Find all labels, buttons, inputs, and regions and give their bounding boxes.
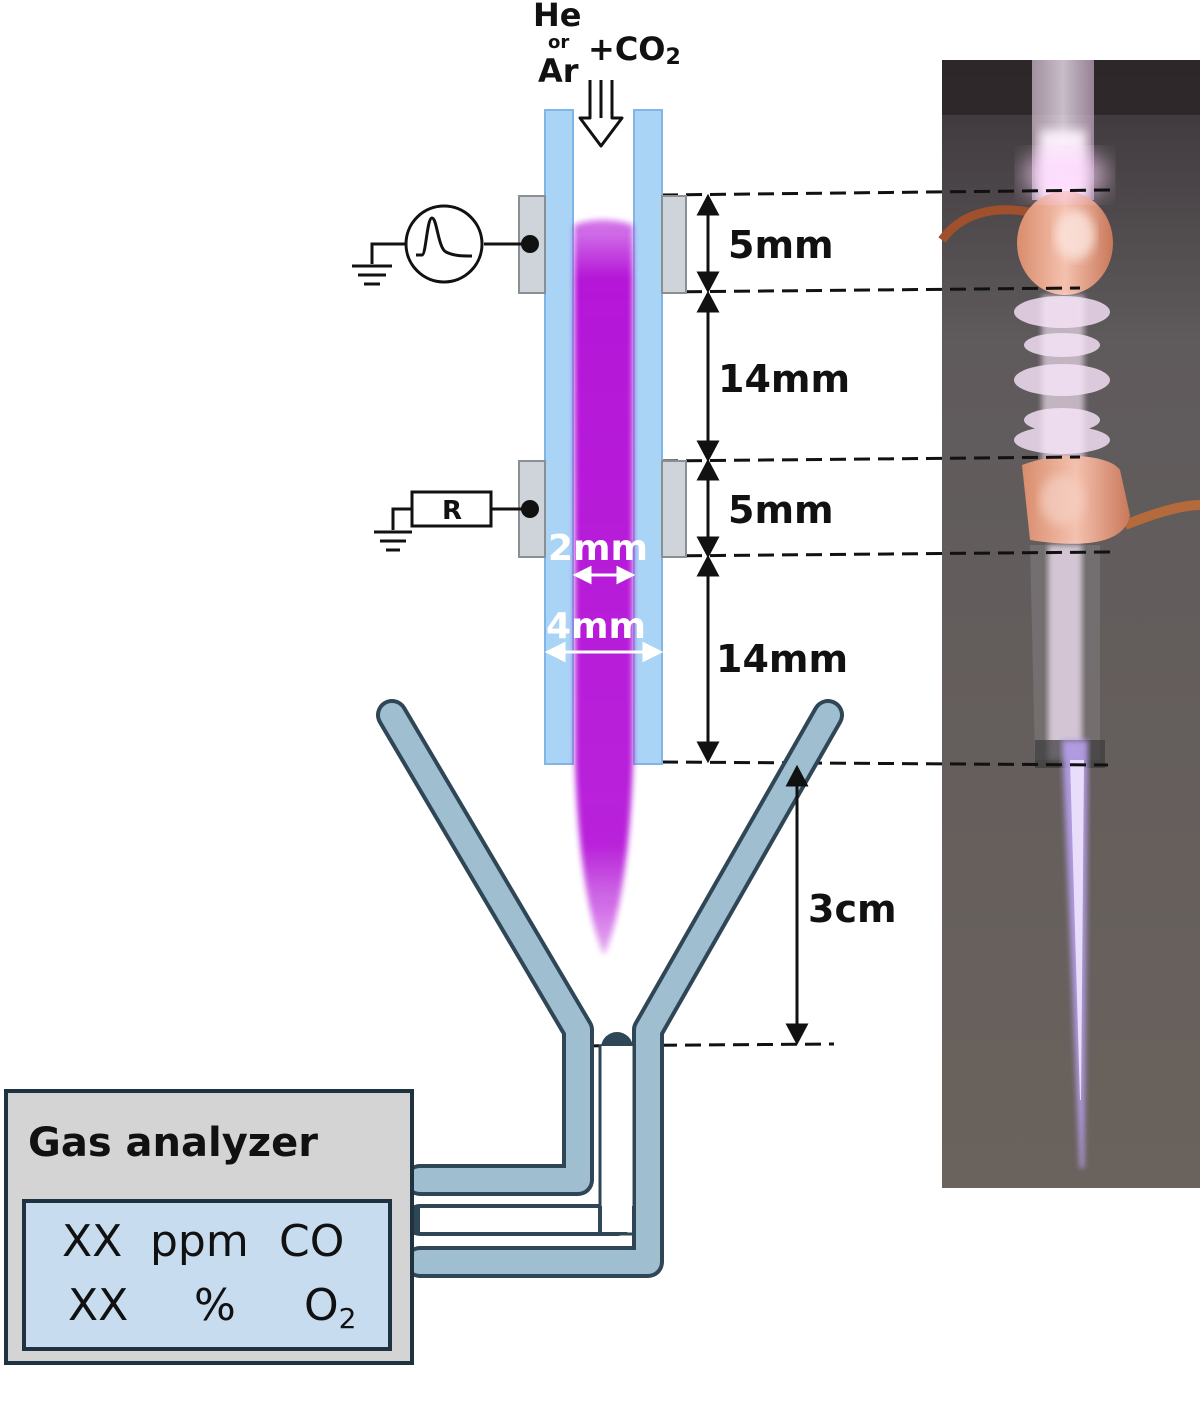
ground-electrode-right: [661, 460, 687, 558]
dashed-guide-lines: [564, 188, 1111, 1048]
analyzer-screen: [22, 1199, 392, 1351]
gas-inlet-label: He or Ar +CO2: [533, 0, 681, 90]
powered-electrode-right: [661, 195, 687, 294]
collection-funnel: [376, 699, 844, 1278]
o2-value: XX: [68, 1280, 128, 1331]
dim-gap: 14mm: [718, 357, 850, 401]
ground-resistor-circuit: [374, 490, 530, 552]
inlet-plus-co2: +CO2: [588, 30, 681, 70]
co-unit: ppm: [150, 1216, 249, 1267]
inlet-ar: Ar: [538, 52, 579, 90]
o2-unit: %: [194, 1280, 236, 1331]
dim-funnel-distance: 3cm: [808, 887, 897, 931]
gas-analyzer: Gas analyzer XX ppm CO XX % O2: [4, 1089, 414, 1365]
dim-electrode-2: 5mm: [728, 488, 834, 532]
gas-analyzer-title: Gas analyzer: [28, 1120, 318, 1166]
diameter-arrows: [544, 565, 664, 663]
plasma-column: [574, 219, 633, 955]
inlet-or: or: [548, 32, 569, 53]
dim-tail: 14mm: [716, 637, 848, 681]
co-species: CO: [279, 1216, 344, 1267]
co-value: XX: [62, 1216, 122, 1267]
device-photo: [938, 60, 1200, 1188]
high-voltage-circuit: [352, 204, 530, 286]
power-node-dot: [521, 235, 539, 253]
dim-outer-diameter: 4mm: [546, 606, 646, 647]
o2-species: O2: [304, 1280, 356, 1335]
inlet-he: He: [533, 0, 581, 34]
ground-node-dot: [521, 500, 539, 518]
dim-inner-diameter: 2mm: [548, 528, 648, 569]
dimension-arrows: [696, 193, 809, 1046]
resistor-label: R: [442, 496, 462, 526]
dim-electrode-1: 5mm: [728, 223, 834, 267]
